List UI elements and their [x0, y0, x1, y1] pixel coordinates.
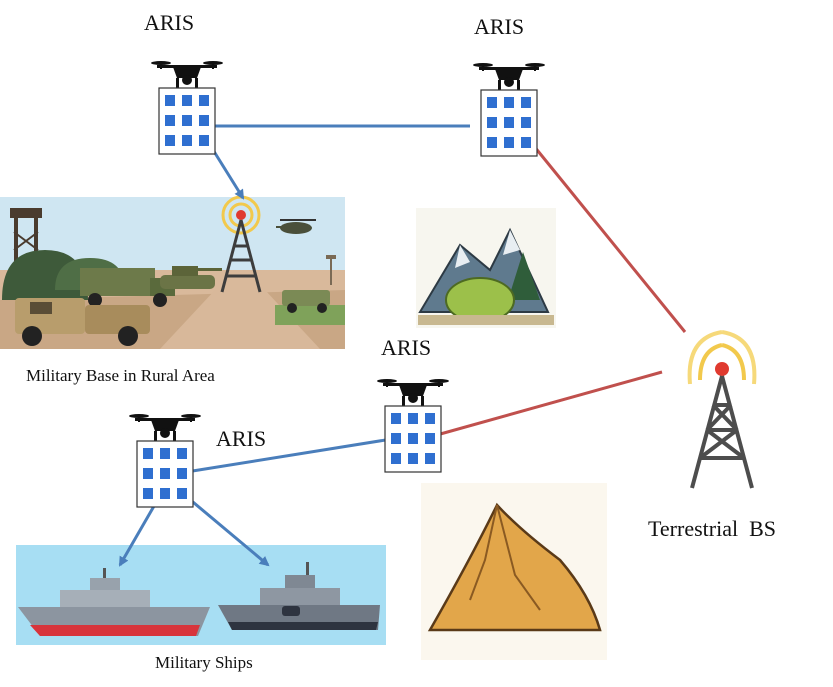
caption-military-ships: Military Ships	[155, 653, 253, 672]
caption-military-base: Military Base in Rural Area	[26, 366, 215, 385]
forest-mountain-icon	[416, 208, 556, 328]
aris-node-top-left-icon	[150, 60, 224, 155]
aris-node-middle-icon	[376, 378, 450, 473]
link-bs-to-aris-middle	[424, 370, 663, 441]
aris-label-top-right: ARIS	[474, 14, 525, 39]
link-bs-to-aris-top-right	[527, 138, 687, 333]
aris-label-middle: ARIS	[381, 335, 432, 360]
terrestrial-bs-tower-icon	[687, 330, 757, 489]
aris-node-top-right-icon	[472, 62, 546, 157]
caption-terrestrial-bs: Terrestrial BS	[648, 516, 776, 541]
desert-mountain-icon	[421, 483, 607, 660]
military-base-scene	[0, 195, 345, 349]
base-tower-icon	[220, 195, 262, 293]
aris-label-top-left: ARIS	[144, 10, 195, 35]
aris-label-lower-left: ARIS	[216, 426, 267, 451]
link-aris-middle-to-aris-lower	[178, 436, 399, 477]
military-ships-scene	[16, 545, 386, 645]
aris-node-lower-left-icon	[128, 413, 202, 508]
